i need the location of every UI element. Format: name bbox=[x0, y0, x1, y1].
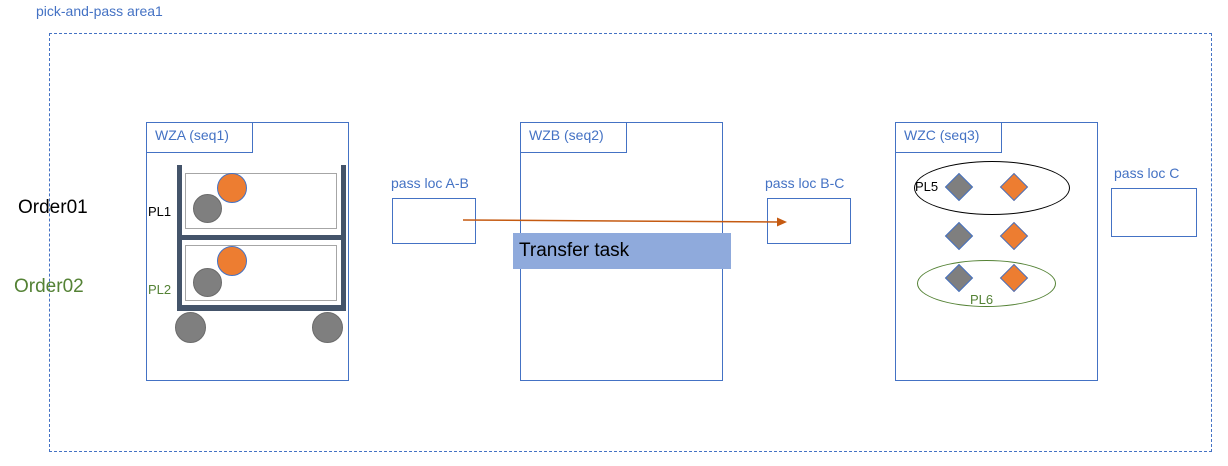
pick-list-pl5-ellipse bbox=[914, 161, 1070, 215]
cart-wheel-left bbox=[175, 312, 206, 343]
pass-loc-c-box bbox=[1111, 188, 1197, 237]
zone-wzb-label: WZB (seq2) bbox=[520, 122, 627, 153]
pick-item-orange bbox=[217, 246, 247, 276]
pass-loc-a-b-label: pass loc A-B bbox=[391, 175, 469, 191]
pick-list-pl2-label: PL2 bbox=[148, 282, 172, 297]
pass-loc-a-b-box bbox=[392, 198, 476, 244]
pick-item-orange bbox=[217, 173, 247, 203]
pick-and-pass-area-border bbox=[49, 33, 1212, 452]
pick-item-gray bbox=[193, 194, 222, 223]
pick-list-pl1-label: PL1 bbox=[148, 204, 172, 219]
cart-wheel-right bbox=[312, 312, 343, 343]
transfer-task-bar: Transfer task bbox=[513, 233, 731, 269]
pass-loc-c-label: pass loc C bbox=[1114, 165, 1180, 181]
pick-list-pl6-ellipse bbox=[917, 260, 1056, 307]
pick-list-pl5-label: PL5 bbox=[915, 179, 939, 194]
area-label: pick-and-pass area1 bbox=[36, 3, 163, 19]
pick-item-gray bbox=[193, 268, 222, 297]
cart-base bbox=[177, 305, 346, 311]
order-02-label: Order02 bbox=[14, 276, 84, 297]
pass-loc-b-c-label: pass loc B-C bbox=[765, 175, 845, 191]
zone-wzc-label: WZC (seq3) bbox=[895, 122, 1002, 153]
pick-list-pl6-label: PL6 bbox=[970, 292, 994, 307]
cart-shelf-divider bbox=[177, 235, 346, 240]
zone-wza-label: WZA (seq1) bbox=[146, 122, 253, 153]
order-01-label: Order01 bbox=[18, 197, 88, 218]
